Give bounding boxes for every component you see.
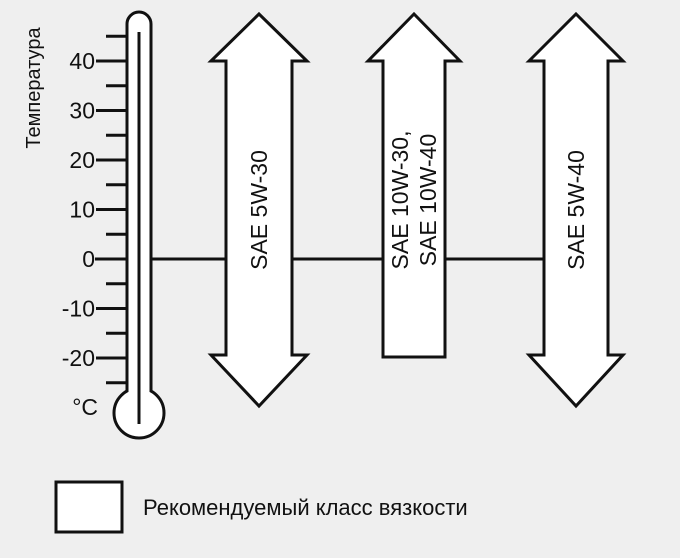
oil-class-label-line: SAE 5W-40 (563, 150, 589, 270)
temperature-scale-labels: 40 30 20 10 0 -10 -20 (62, 48, 95, 371)
oil-class-label-line: SAE 10W-40 (415, 134, 441, 267)
tick-label: -10 (62, 296, 95, 322)
tick-label: 20 (69, 147, 95, 173)
unit-label: °C (72, 394, 98, 420)
oil-class-arrow-1: SAE 5W-30 (207, 11, 311, 409)
axis-title: Температура (23, 27, 45, 149)
oil-class-label-line: SAE 10W-30, (387, 131, 413, 270)
legend-label: Рекомендуемый класс вязкости (143, 495, 468, 520)
thermometer-icon (96, 10, 166, 440)
tick-label: 10 (69, 197, 95, 223)
tick-label: 30 (69, 98, 95, 124)
oil-class-label: SAE 10W-30,SAE 10W-40 (387, 131, 441, 270)
legend-swatch (54, 480, 124, 534)
tick-label: 40 (69, 48, 95, 74)
oil-class-label: SAE 5W-30 (246, 150, 272, 270)
oil-class-arrow-2: SAE 10W-30,SAE 10W-40 (364, 11, 464, 359)
oil-class-arrow-3: SAE 5W-40 (525, 11, 627, 409)
tick-label: -20 (62, 345, 95, 371)
oil-class-label-line: SAE 5W-30 (246, 150, 272, 270)
legend: Рекомендуемый класс вязкости (54, 480, 468, 534)
oil-class-label: SAE 5W-40 (563, 150, 589, 270)
thermometer-scale (96, 34, 127, 385)
tick-label: 0 (82, 246, 95, 272)
